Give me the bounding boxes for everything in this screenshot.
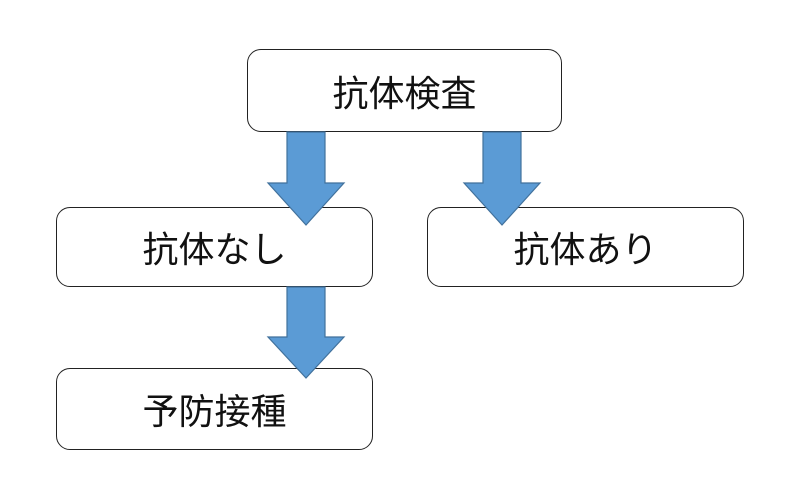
arrow-shape <box>266 286 346 379</box>
arrow-shape <box>266 131 346 226</box>
node-no-antibody: 抗体なし <box>56 207 373 287</box>
arrow-no-antibody-to-vaccination <box>266 286 346 379</box>
node-has-antibody-label: 抗体あり <box>513 230 658 271</box>
node-antibody-test-label: 抗体検査 <box>332 73 477 115</box>
node-has-antibody: 抗体あり <box>427 207 744 287</box>
node-vaccination-label: 予防接種 <box>142 392 287 433</box>
arrow-test-to-no-antibody <box>266 131 346 226</box>
node-antibody-test: 抗体検査 <box>247 49 562 132</box>
arrow-shape <box>462 131 542 226</box>
arrow-test-to-has-antibody <box>462 131 542 226</box>
node-no-antibody-label: 抗体なし <box>142 230 287 271</box>
node-vaccination: 予防接種 <box>56 368 373 450</box>
